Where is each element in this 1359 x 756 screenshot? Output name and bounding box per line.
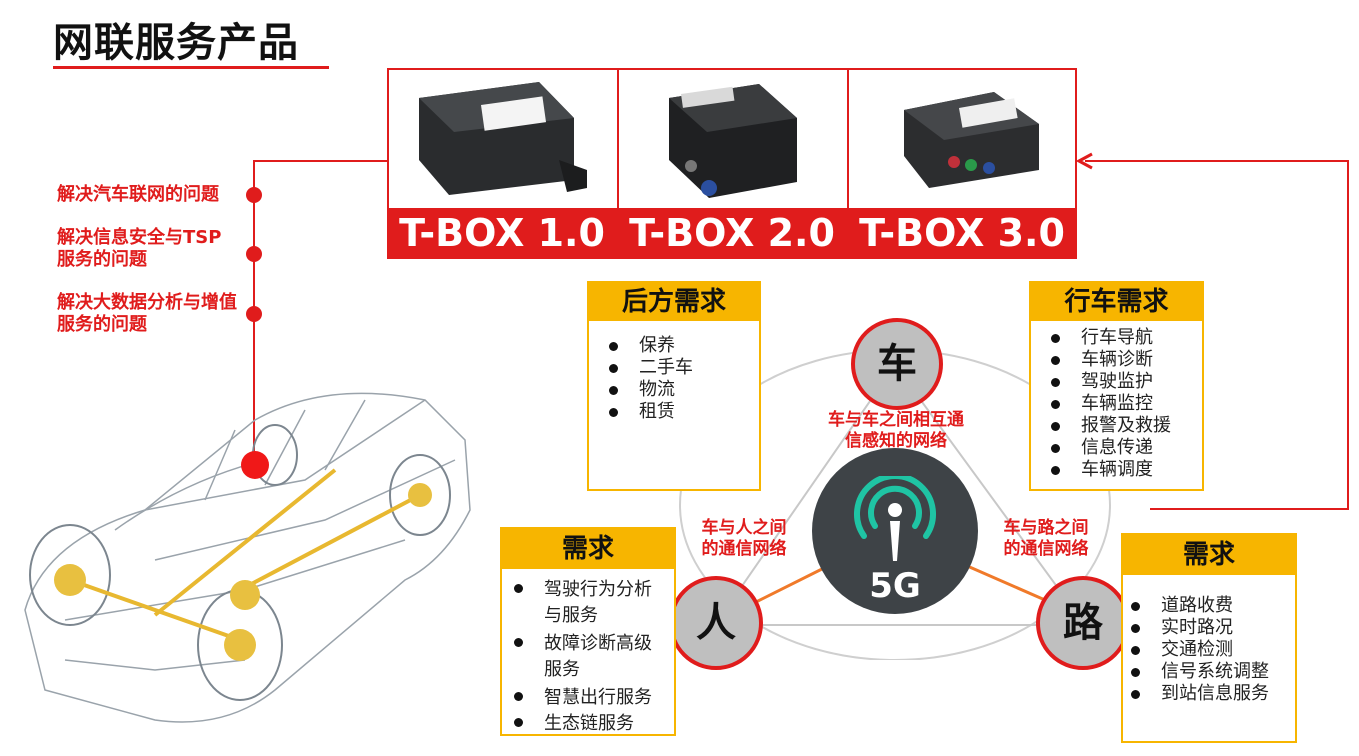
list-item: 车辆监控 — [1051, 393, 1202, 415]
list-item: 车辆调度 — [1051, 459, 1202, 481]
tbox-device-image — [904, 92, 1039, 188]
list-item: 故障诊断高级服务 — [514, 631, 666, 683]
list-item: 生态链服务 — [514, 711, 666, 737]
node-car: 车 — [851, 318, 943, 410]
antenna-signal-icon — [854, 476, 936, 561]
panel-driving-title: 行车需求 — [1031, 283, 1202, 321]
feedback-line-bottom — [1150, 508, 1349, 510]
list-item: 保养 — [609, 335, 759, 357]
tbox-device-image — [419, 82, 587, 195]
feedback-line-vertical — [1347, 160, 1349, 510]
relation-car-road: 车与路之间的通信网络 — [1003, 518, 1089, 559]
panel-person-title: 需求 — [502, 529, 674, 569]
tbox-1-label: T-BOX 1.0 — [387, 208, 617, 259]
relation-car-car: 车与车之间相互通信感知的网络 — [828, 410, 964, 451]
tbox-2-label: T-BOX 2.0 — [617, 208, 847, 259]
list-item: 驾驶监护 — [1051, 371, 1202, 393]
left-label-2: 解决信息安全与TSP服务的问题 — [57, 227, 222, 270]
panel-road-title: 需求 — [1123, 535, 1295, 575]
panel-driving: 行车需求 行车导航 车辆诊断 驾驶监护 车辆监控 报警及救援 信息传递 车辆调度 — [1029, 281, 1204, 491]
panel-aftermarket-list: 保养 二手车 物流 租赁 — [589, 321, 759, 423]
bullet-dot — [246, 246, 262, 262]
list-item: 报警及救援 — [1051, 415, 1202, 437]
panel-aftermarket: 后方需求 保养 二手车 物流 租赁 — [587, 281, 761, 491]
list-item: 物流 — [609, 379, 759, 401]
list-item: 道路收费 — [1131, 595, 1295, 617]
center-5g-node: 5G — [812, 448, 978, 614]
product-cell-2 — [619, 70, 849, 208]
list-item: 信息传递 — [1051, 437, 1202, 459]
list-item: 交通检测 — [1131, 639, 1295, 661]
list-item: 到站信息服务 — [1131, 683, 1295, 705]
list-item: 信号系统调整 — [1131, 661, 1295, 683]
list-item: 行车导航 — [1051, 327, 1202, 349]
connector-horizontal — [253, 160, 388, 162]
product-strip — [387, 68, 1077, 208]
node-person: 人 — [669, 576, 763, 670]
panel-person: 需求 驾驶行为分析与服务 故障诊断高级服务 智慧出行服务 生态链服务 — [500, 527, 676, 736]
arrow-left-icon — [1076, 152, 1093, 170]
list-item: 租赁 — [609, 401, 759, 423]
left-label-3: 解决大数据分析与增值服务的问题 — [57, 292, 237, 335]
panel-road: 需求 道路收费 实时路况 交通检测 信号系统调整 到站信息服务 — [1121, 533, 1297, 743]
product-cell-1 — [389, 70, 619, 208]
panel-road-list: 道路收费 实时路况 交通检测 信号系统调整 到站信息服务 — [1123, 575, 1295, 705]
list-item: 车辆诊断 — [1051, 349, 1202, 371]
relation-car-person: 车与人之间的通信网络 — [701, 518, 787, 559]
panel-aftermarket-title: 后方需求 — [589, 283, 759, 321]
tbox-device-image — [669, 84, 797, 198]
list-item: 二手车 — [609, 357, 759, 379]
product-cell-3 — [849, 70, 1077, 208]
tbox-3-label: T-BOX 3.0 — [847, 208, 1077, 259]
node-road: 路 — [1036, 576, 1130, 670]
page-title: 网联服务产品 — [53, 20, 299, 66]
bullet-dot — [246, 187, 262, 203]
car-wireframe-image — [24, 392, 471, 723]
panel-person-list: 驾驶行为分析与服务 故障诊断高级服务 智慧出行服务 生态链服务 — [502, 569, 674, 737]
list-item: 驾驶行为分析与服务 — [514, 577, 666, 629]
panel-driving-list: 行车导航 车辆诊断 驾驶监护 车辆监控 报警及救援 信息传递 车辆调度 — [1031, 321, 1202, 481]
feedback-line-top — [1085, 160, 1349, 162]
title-underline — [53, 66, 329, 69]
list-item: 智慧出行服务 — [514, 685, 666, 711]
center-5g-label: 5G — [869, 566, 921, 606]
bullet-dot — [246, 306, 262, 322]
left-label-1: 解决汽车联网的问题 — [57, 184, 219, 205]
list-item: 实时路况 — [1131, 617, 1295, 639]
